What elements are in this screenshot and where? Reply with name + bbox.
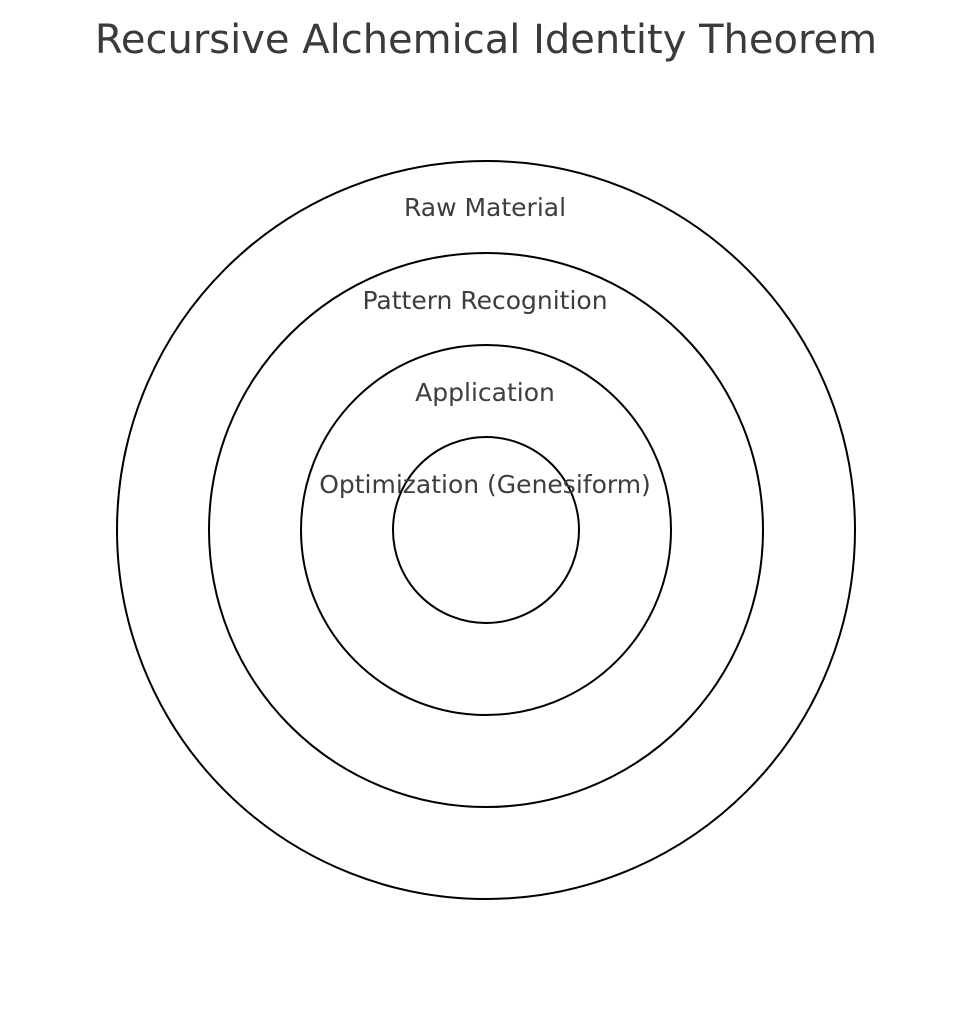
ring-circle-optimization — [392, 436, 580, 624]
ring-label-raw-material: Raw Material — [404, 193, 566, 222]
ring-circle-pattern-recognition — [208, 252, 764, 808]
ring-circle-raw-material — [116, 160, 856, 900]
ring-label-group: Raw Material Pattern Recognition Applica… — [319, 193, 651, 499]
page-title: Recursive Alchemical Identity Theorem — [95, 17, 877, 63]
ring-label-optimization: Optimization (Genesiform) — [319, 470, 651, 499]
ring-circle-application — [300, 344, 672, 716]
ring-label-pattern-recognition: Pattern Recognition — [362, 286, 607, 315]
ring-group — [116, 160, 856, 900]
ring-label-application: Application — [415, 378, 555, 407]
